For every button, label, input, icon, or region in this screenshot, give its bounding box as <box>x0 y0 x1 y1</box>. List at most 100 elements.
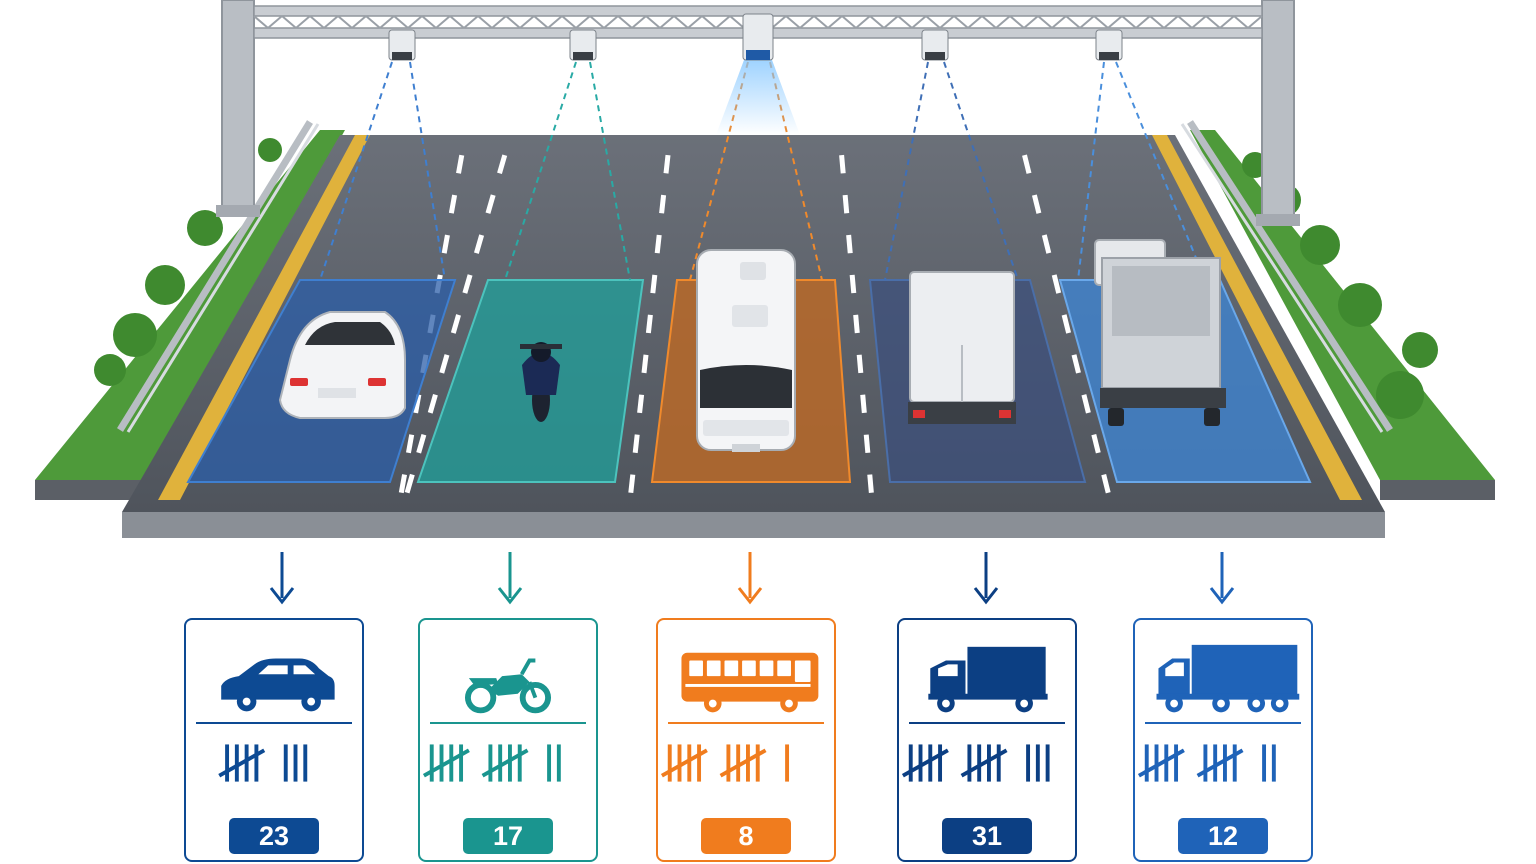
panel-divider <box>668 722 824 724</box>
truss-strut <box>1233 15 1249 29</box>
tally-group <box>547 744 561 782</box>
truss-strut <box>715 15 731 29</box>
truss-strut <box>281 15 297 29</box>
truss-strut <box>379 15 395 29</box>
lane-dash <box>846 234 853 254</box>
lane-dash <box>462 274 473 294</box>
motorcycle-icon <box>464 658 552 714</box>
truss-strut <box>1121 15 1137 29</box>
lane-dash <box>485 194 496 214</box>
lane-dash <box>405 434 415 454</box>
truss-strut <box>659 15 675 29</box>
lane-dash <box>497 154 508 174</box>
truss-strut <box>393 15 409 29</box>
truss-strut <box>1023 15 1039 29</box>
guardrail-left <box>117 120 320 433</box>
heavy-truck-icon <box>1156 644 1300 713</box>
lane-dash <box>867 474 874 493</box>
truss-strut <box>1163 15 1179 29</box>
count-badge-bus: 8 <box>701 818 791 854</box>
truss-strut <box>799 15 815 29</box>
lane-dash <box>448 194 458 214</box>
tally-strike <box>960 748 1008 778</box>
truss-strut <box>1065 15 1081 29</box>
truss-strut <box>477 15 493 29</box>
truss-strut <box>365 15 381 29</box>
lane-dash <box>450 314 461 334</box>
truss-strut <box>1247 15 1263 29</box>
arrow-down-icon <box>973 552 999 605</box>
tally-strike <box>901 748 949 778</box>
truck-vehicle <box>908 271 1016 424</box>
truss-strut <box>701 15 717 29</box>
truss-strut <box>1051 15 1067 29</box>
lane-dash <box>456 154 465 174</box>
truss-strut <box>435 15 451 29</box>
count-badge-heavy-truck: 12 <box>1178 818 1268 854</box>
lane-dash <box>849 274 857 294</box>
truss-strut <box>449 15 465 29</box>
lane-dash <box>839 154 846 174</box>
truss-strut <box>631 15 647 29</box>
road-scene <box>35 0 1495 538</box>
truss-strut <box>813 15 829 29</box>
truss-strut <box>421 15 437 29</box>
tally-group <box>218 744 266 782</box>
truss-strut <box>855 15 871 29</box>
car-icon <box>221 658 335 712</box>
truss-strut <box>337 15 353 29</box>
arrow-down-icon <box>497 552 523 605</box>
truss-strut <box>603 15 619 29</box>
arrow-down-icon <box>269 552 295 605</box>
truss-strut <box>645 15 661 29</box>
lane-dash <box>1081 394 1091 414</box>
arrow-down-icon <box>737 552 763 605</box>
lane-dash <box>398 474 408 494</box>
lane-dash <box>663 154 671 174</box>
tally-group <box>481 744 529 782</box>
lane-dash <box>856 354 864 374</box>
truss-strut <box>1009 15 1025 29</box>
truss-strut <box>617 15 633 29</box>
truss-strut <box>1079 15 1095 29</box>
lane-dash <box>416 433 427 454</box>
truss-strut <box>253 15 269 29</box>
lane-dash <box>1022 154 1032 174</box>
truss-strut <box>673 15 689 29</box>
tally-group <box>719 744 767 782</box>
truss-strut <box>729 15 745 29</box>
truss-strut <box>575 15 591 29</box>
tally-group <box>422 744 470 782</box>
lane-dash <box>632 434 640 454</box>
count-badge-truck: 31 <box>942 818 1032 854</box>
camera-sightlines <box>319 61 1206 281</box>
lane-dash <box>1031 194 1042 214</box>
camera-4 <box>921 29 949 61</box>
truss-strut <box>267 15 283 29</box>
truss-strut <box>491 15 507 29</box>
tally-group <box>283 744 308 782</box>
truss-strut <box>925 15 941 29</box>
lane-dash <box>659 194 667 214</box>
tally-marks <box>901 744 1050 782</box>
tally-strike <box>481 748 529 778</box>
guardrail-right <box>1180 120 1393 433</box>
truss-strut <box>1135 15 1151 29</box>
tally-group <box>1262 744 1276 782</box>
truss-strut <box>785 15 801 29</box>
camera-1 <box>388 29 416 61</box>
camera-2 <box>569 29 597 61</box>
grass-left <box>35 130 345 500</box>
panel-divider <box>430 722 586 724</box>
lane-dash <box>1061 314 1072 334</box>
panel-divider <box>1145 722 1301 724</box>
camera-beam <box>716 60 800 135</box>
lane-dash <box>650 274 658 294</box>
car-vehicle <box>278 311 406 419</box>
tally-strike <box>218 748 266 778</box>
truss-strut <box>995 15 1011 29</box>
truss-strut <box>687 15 703 29</box>
tally-strike <box>1196 748 1244 778</box>
heavy-truck-vehicle <box>1094 239 1226 426</box>
lane-dash <box>1091 434 1101 454</box>
